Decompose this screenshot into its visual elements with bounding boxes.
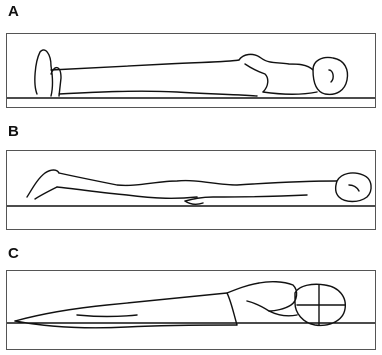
panel-b — [6, 150, 376, 230]
person-lying-supine-icon — [7, 34, 375, 107]
person-lying-prone-head-up-icon — [7, 271, 375, 349]
person-lying-prone-icon — [7, 151, 375, 229]
panel-c — [6, 270, 376, 350]
panel-a-label: A — [8, 3, 19, 20]
panel-c-label: C — [8, 245, 19, 262]
panel-a — [6, 33, 376, 108]
panel-b-label: B — [8, 123, 19, 140]
